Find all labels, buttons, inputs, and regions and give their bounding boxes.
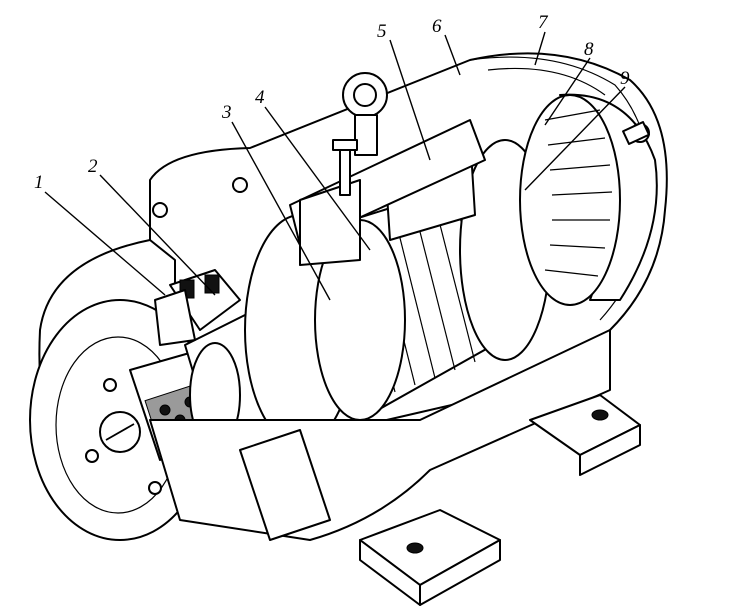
callout-7: 7 bbox=[538, 12, 549, 33]
leader-9 bbox=[524, 86, 626, 191]
leader-4 bbox=[264, 106, 371, 251]
leader-7 bbox=[534, 31, 546, 66]
shaft-key-right bbox=[622, 121, 650, 145]
leader-5 bbox=[389, 39, 431, 161]
callout-1: 1 bbox=[34, 172, 44, 193]
leader-1 bbox=[44, 191, 166, 296]
lifting-eye-bolt bbox=[342, 72, 388, 156]
stator-frame bbox=[289, 119, 486, 266]
callout-3: 3 bbox=[221, 102, 232, 123]
callout-2: 2 bbox=[88, 156, 98, 177]
mounting-foot-rear bbox=[529, 394, 641, 476]
callout-8: 8 bbox=[584, 39, 594, 60]
callout-6: 6 bbox=[432, 16, 442, 37]
leader-8 bbox=[544, 57, 591, 126]
leader-2 bbox=[99, 174, 216, 296]
leader-3 bbox=[231, 121, 331, 301]
callout-5: 5 bbox=[377, 21, 387, 42]
pole-bolt bbox=[332, 139, 358, 196]
callout-4: 4 bbox=[255, 87, 265, 108]
brush-holder bbox=[154, 269, 241, 346]
leader-lines bbox=[44, 31, 626, 301]
fan bbox=[519, 94, 621, 306]
mounting-foot-front bbox=[359, 509, 501, 606]
callout-labels: 1 2 3 4 5 6 7 8 9 bbox=[34, 12, 630, 193]
leader-6 bbox=[444, 34, 461, 76]
callout-9: 9 bbox=[620, 68, 630, 89]
